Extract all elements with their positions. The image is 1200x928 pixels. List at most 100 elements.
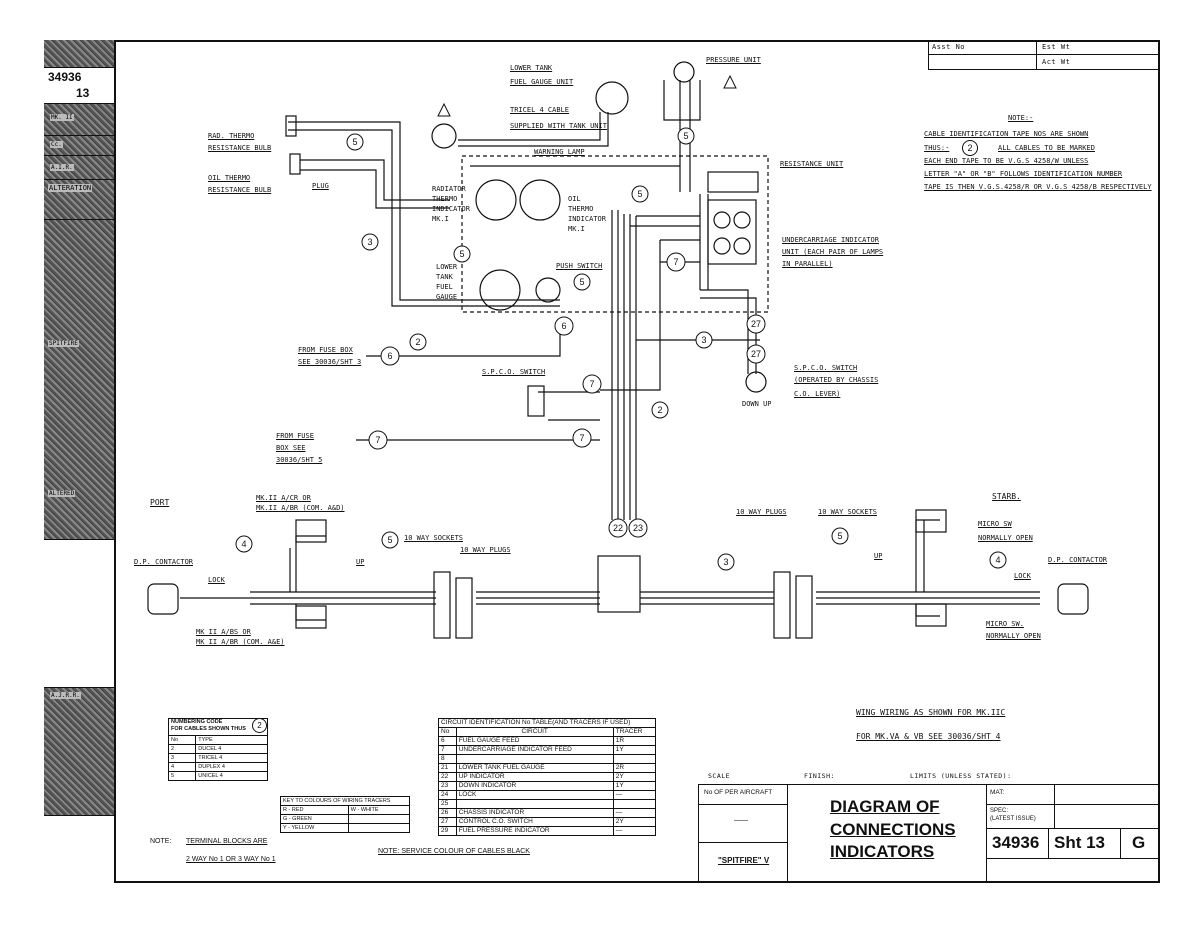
cable-code-text: 5 bbox=[637, 189, 642, 199]
label-uc-indicator-3: IN PARALLEL) bbox=[782, 260, 833, 268]
cell: 25 bbox=[438, 799, 457, 809]
circuit-marker bbox=[368, 430, 388, 450]
cell: 3 bbox=[167, 753, 197, 763]
label-pressure-unit: PRESSURE UNIT bbox=[706, 56, 761, 64]
dp-contactor-left bbox=[147, 583, 179, 615]
label-spco-switch-right: S.P.C.O. SWITCH bbox=[794, 364, 858, 372]
oil-thermo-indicator bbox=[519, 179, 561, 221]
label-mk-ii-abr: MK.II A/BR (COM. A&D) bbox=[256, 504, 345, 512]
cable-code-text: 3 bbox=[723, 557, 728, 567]
title-issue: G bbox=[1132, 833, 1146, 852]
cable-code-marker bbox=[695, 331, 713, 349]
cell: 26 bbox=[438, 808, 457, 818]
header-cell: No bbox=[167, 735, 197, 745]
wire-run bbox=[915, 519, 940, 592]
label-resistance-unit: RESISTANCE UNIT bbox=[780, 160, 844, 168]
sidebar-blank bbox=[44, 540, 114, 688]
scale-label: SCALE bbox=[708, 772, 731, 780]
label-see-30036: SEE 30036/SHT 3 bbox=[298, 358, 362, 366]
act-wt-label: Act Wt bbox=[1042, 58, 1071, 66]
cell: TRICEL 4 bbox=[195, 753, 268, 763]
cable-code-text: 4 bbox=[241, 539, 246, 549]
circuit-text: 6 bbox=[387, 351, 392, 361]
label-lock-right: LOCK bbox=[1014, 572, 1031, 580]
header-cell: No bbox=[438, 727, 457, 737]
cell: 1Y bbox=[612, 781, 657, 791]
cell: R - RED bbox=[280, 805, 349, 815]
cell bbox=[347, 823, 411, 833]
wire-run bbox=[458, 112, 609, 147]
dp-contactor-right bbox=[1057, 583, 1089, 615]
cell: G - GREEN bbox=[280, 814, 349, 824]
circuit-text: 23 bbox=[633, 523, 643, 533]
junction-box bbox=[597, 555, 641, 613]
wire-run bbox=[700, 289, 749, 374]
note-line-2b: ALL CABLES TO BE MARKED bbox=[998, 144, 1095, 152]
note-terminal-blocks: TERMINAL BLOCKS ARE bbox=[186, 838, 268, 845]
cell: UP INDICATOR bbox=[455, 772, 614, 782]
sidebar-footer bbox=[44, 816, 114, 883]
label-lower-tank-fuel-gauge: LOWER TANK FUEL GAUGE bbox=[436, 263, 458, 301]
cell bbox=[455, 799, 614, 809]
sidebar-entry: A.J.R.R. bbox=[50, 692, 81, 699]
cell: 2 bbox=[167, 744, 197, 754]
wire-run bbox=[538, 391, 600, 421]
instrument-panel-outline bbox=[461, 155, 769, 313]
label-uc-indicator-2: UNIT (EACH PAIR OF LAMPS bbox=[782, 248, 884, 256]
weight-block: Asst No Est Wt Act Wt bbox=[928, 40, 1160, 70]
cell: 1Y bbox=[612, 745, 657, 755]
spco-switch-right bbox=[745, 371, 767, 393]
table-row: 25 bbox=[438, 799, 657, 809]
cable-code-text: 5 bbox=[579, 277, 584, 287]
cell: CHASSIS INDICATOR bbox=[455, 808, 614, 818]
label-tricel-cable: TRICEL 4 CABLE bbox=[510, 106, 570, 114]
circuit-text: 27 bbox=[751, 349, 761, 359]
cable-code-text: 5 bbox=[352, 137, 357, 147]
cable-code-marker bbox=[677, 127, 695, 145]
note-line-1: CABLE IDENTIFICATION TAPE NOS ARE SHOWN bbox=[924, 130, 1089, 138]
tricel-junction bbox=[431, 123, 457, 149]
note-title: NOTE:- bbox=[1008, 114, 1034, 122]
limits-label: LIMITS (UNLESS STATED): bbox=[910, 772, 1012, 780]
label-fuel-gauge-unit: FUEL GAUGE UNIT bbox=[510, 78, 574, 86]
label-ten-way-sockets-left: 10 WAY SOCKETS bbox=[404, 534, 464, 542]
circuit-text: 6 bbox=[561, 321, 566, 331]
cell: 5 bbox=[167, 771, 197, 781]
table-title-row: CIRCUIT IDENTIFICATION No TABLE(AND TRAC… bbox=[438, 718, 656, 728]
label-normally-open-top: NORMALLY OPEN bbox=[978, 534, 1033, 542]
label-box-see: BOX SEE bbox=[276, 444, 306, 452]
sidebar-entry: ALTERED bbox=[48, 490, 76, 497]
sidebar-drawing-no: 34936 bbox=[48, 70, 82, 84]
cell: LOCK bbox=[455, 790, 614, 800]
wire-run bbox=[663, 80, 701, 121]
label-down-up: DOWN UP bbox=[742, 400, 772, 408]
cell: 24 bbox=[438, 790, 457, 800]
label-lock-left: LOCK bbox=[208, 576, 225, 584]
port-down-switch bbox=[295, 605, 327, 629]
label-oil-thermo-indicator: OIL THERMO INDICATOR MK.I bbox=[568, 195, 606, 233]
note-terminal-blocks-2: 2 WAY No 1 OR 3 WAY No 1 bbox=[186, 856, 276, 863]
cell: 6 bbox=[438, 736, 457, 746]
table-row: 8 bbox=[438, 754, 657, 764]
cable-code-text: 2 bbox=[657, 405, 662, 415]
cell: DOWN INDICATOR bbox=[455, 781, 614, 791]
label-resistance-bulb-2: RESISTANCE BULB bbox=[208, 186, 272, 194]
note-service-colour: NOTE: SERVICE COLOUR OF CABLES BLACK bbox=[378, 848, 530, 855]
ten-way-sockets-right bbox=[795, 575, 813, 639]
cable-code-text: 5 bbox=[459, 249, 464, 259]
cell: FUEL PRESSURE INDICATOR bbox=[455, 826, 614, 836]
ten-way-plugs-right bbox=[773, 571, 791, 639]
circuit-text: 22 bbox=[613, 523, 623, 533]
uc-lamp bbox=[733, 237, 751, 255]
label-resistance-bulb: RESISTANCE BULB bbox=[208, 144, 272, 152]
title-drawing-no: 34936 bbox=[992, 833, 1040, 852]
sidebar-entry: MK. II bbox=[50, 114, 74, 121]
radiator-thermo-indicator bbox=[475, 179, 517, 221]
cable-code-text: 5 bbox=[837, 531, 842, 541]
